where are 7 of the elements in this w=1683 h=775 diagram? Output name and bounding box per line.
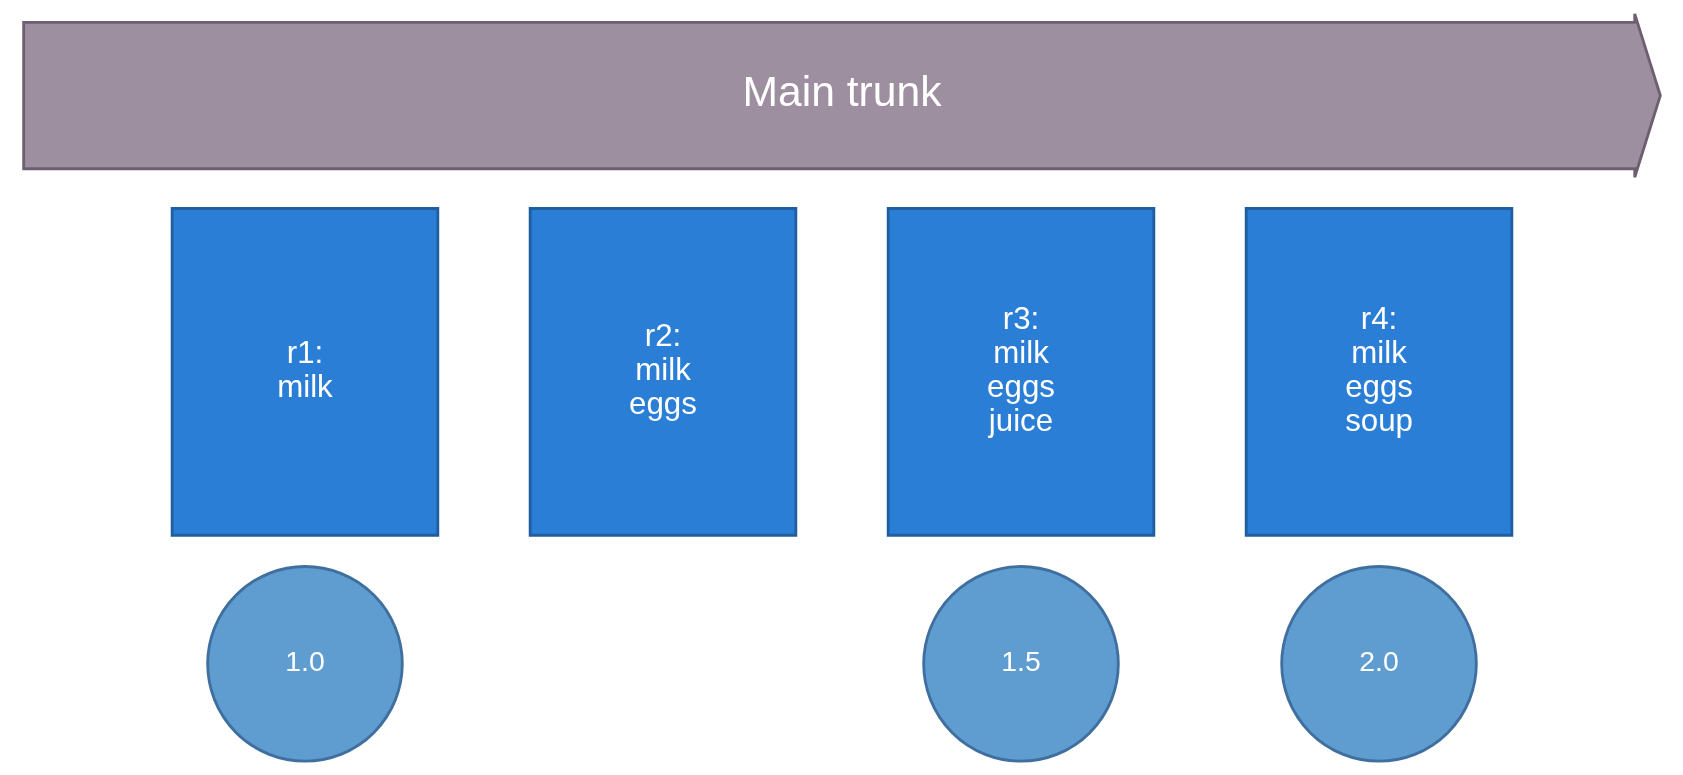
node-circle: 2.0 [1279, 565, 1478, 763]
node-circle: 1.5 [921, 565, 1120, 763]
node-box: r4: milk eggs soup [1244, 207, 1513, 537]
node-box: r1: milk [170, 207, 439, 537]
node-box: r3: milk eggs juice [886, 207, 1155, 537]
node-circle: 1.0 [205, 565, 404, 763]
node-box: r2: milk eggs [528, 207, 797, 537]
